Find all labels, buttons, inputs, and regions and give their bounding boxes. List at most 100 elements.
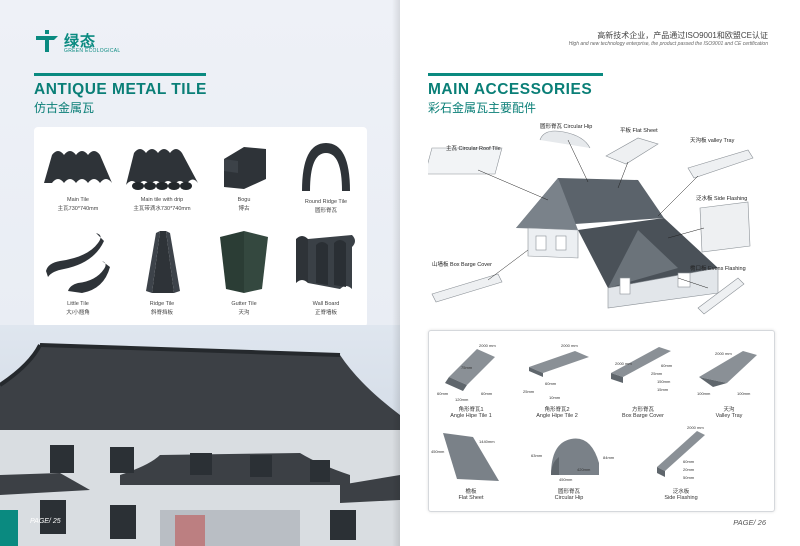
dim-label: 20mm (683, 467, 695, 472)
dim-label: 450mm (559, 477, 573, 482)
accessory-label-en: Box Barge Cover (622, 413, 664, 419)
flat-sheet-image: 450mm 1440mm (431, 433, 499, 481)
accessory-label-cn: 天沟 (723, 407, 735, 413)
product-label-en: Main Tile (66, 197, 89, 203)
page-number: PAGE/ 26 (733, 518, 766, 527)
dim-label: 100mm (697, 391, 711, 396)
dim-length: 2000 mm (561, 343, 578, 348)
accessory-label-en: Side Flashing (664, 495, 698, 501)
dim-label: 25mm (651, 371, 663, 376)
page-title: ANTIQUE METAL TILE (34, 81, 207, 98)
accessories-panel: 2000 mm 75mm 60mm 120mm 60mm 角形脊瓦1 Angle… (428, 330, 775, 512)
label-circular-roof-tile: 主瓦 Circular Roof Tile (446, 146, 501, 152)
dim-label: 25mm (523, 389, 535, 394)
accessory-label-en: Valley Tray (715, 413, 743, 419)
label-box-barge-cover: 山墙板 Box Barge Cover (432, 262, 492, 268)
dim-label: 420mm (577, 467, 591, 472)
angle-hipe-2-image: 2000 mm 60mm 25mm 10mm (523, 343, 589, 400)
dim-label: 150mm (657, 379, 671, 384)
label-eaves-flashing: 檐口板 Evens Flashing (690, 266, 746, 272)
dim-label: 450mm (431, 449, 445, 454)
product-label-cn: 主瓦带滴水730*740mm (133, 206, 191, 212)
right-page: 高新技术企业，产品通过ISO9001和欧盟CE认证 High and new t… (400, 0, 800, 546)
dim-label: 60mm (661, 363, 673, 368)
logo-subtext: GREEN ECOLOGICAL (64, 48, 121, 54)
dim-label: 10mm (549, 395, 561, 400)
accessory-label-en: Circular Hip (554, 495, 584, 501)
roof-diagram: 圆形脊瓦 Circular Hip 平板 Flat Sheet 天沟板 vall… (424, 118, 778, 318)
angle-hipe-1-image: 2000 mm 75mm 60mm 120mm 60mm (437, 343, 496, 402)
accessory-label-cn: 方形脊瓦 (631, 407, 654, 413)
dim-length: 2000 mm (687, 425, 704, 430)
product-bogu: Bogu 博古 (204, 143, 284, 212)
round-ridge-image (302, 143, 350, 191)
dim-label: 50mm (683, 475, 695, 480)
dim-label: 60mm (545, 381, 557, 386)
accessory-label-en: Flat Sheet (458, 495, 484, 501)
logo: 绿态 GREEN ECOLOGICAL (34, 28, 154, 58)
circular-hip-image: 63mm 450mm 84mm 420mm (531, 438, 615, 482)
product-round-ridge: Round Ridge Tile 圆形脊瓦 (286, 139, 366, 214)
product-label-cn: 正脊墙板 (314, 310, 337, 316)
corner-accent (0, 510, 18, 546)
product-main-tile-drip: Main tile with drip 主瓦带滴水730*740mm (122, 143, 202, 212)
label-circular-hip: 圆形脊瓦 Circular Hip (540, 124, 593, 130)
accessory-circular-hip: 63mm 450mm 84mm 420mm 圆形脊瓦 Circular Hip (527, 423, 615, 501)
product-label-en: Main tile with drip (140, 197, 184, 203)
accessory-label-en: Angle Hipe Tile 2 (536, 413, 578, 419)
dim-label: 63mm (531, 453, 543, 458)
wall-board-image (296, 235, 355, 289)
left-page: 绿态 GREEN ECOLOGICAL ANTIQUE METAL TILE 仿… (0, 0, 400, 546)
page-title: MAIN ACCESSORIES (428, 81, 593, 98)
accessory-label-cn: 泛水板 (672, 489, 690, 495)
accessory-valley-tray: 2000 mm 100mm 100mm 天沟 Valley Tray (687, 337, 771, 419)
accessory-label-cn: 檐板 (465, 489, 477, 495)
product-main-tile: Main Tile 主瓦730*740mm (38, 143, 118, 212)
dim-label: 15mm (657, 387, 669, 392)
dim-label: 100mm (737, 391, 751, 396)
antique-building-photo (0, 325, 400, 546)
product-label-cn: 博古 (238, 206, 250, 212)
logo-text: 绿态 (64, 33, 97, 50)
accessory-box-barge-cover: 2000 mm 60mm 25mm 150mm 15mm 方形脊瓦 Box Ba… (601, 337, 685, 419)
product-label-en: Ridge Tile (149, 301, 175, 307)
dim-label: 60mm (481, 391, 493, 396)
label-side-flashing: 泛水板 Side Flashing (696, 196, 748, 202)
house-illustration (424, 130, 754, 315)
product-wall-board: Wall Board 正脊墙板 (286, 227, 366, 316)
accessory-label-cn: 角形脊瓦1 (458, 407, 484, 413)
accessory-label-en: Angle Hipe Tile 1 (450, 413, 492, 419)
valley-tray-image: 2000 mm 100mm 100mm (697, 351, 757, 396)
accessory-angle-hipe-2: 2000 mm 60mm 25mm 10mm 角形脊瓦2 Angle Hipe … (515, 337, 599, 419)
accessory-angle-hipe-1: 2000 mm 75mm 60mm 120mm 60mm 角形脊瓦1 Angle… (429, 337, 513, 419)
title-bar (428, 73, 603, 76)
dim-length: 2000 mm (715, 351, 732, 356)
product-label-en: Gutter Tile (231, 301, 257, 307)
little-tile-image (46, 233, 110, 293)
title-bar (34, 73, 206, 76)
header-text-cn: 高新技术企业，产品通过ISO9001和欧盟CE认证 (597, 31, 768, 40)
box-barge-cover-image: 2000 mm 60mm 25mm 150mm 15mm (611, 347, 673, 392)
accessory-label-cn: 圆形脊瓦 (557, 489, 580, 495)
page-number: PAGE/ 25 (30, 518, 61, 525)
dim-length: 2000 mm (479, 343, 496, 348)
product-label-en: Wall Board (312, 301, 340, 307)
product-little-tile: Little Tile 大/小翘角 (38, 227, 118, 316)
gutter-tile-image (220, 231, 268, 293)
product-ridge-tile: Ridge Tile 斜脊挡板 (122, 227, 202, 316)
product-label-en: Round Ridge Tile (304, 199, 348, 205)
dim-length: 2000 mm (615, 361, 632, 366)
product-panel: Main Tile 主瓦730*740mm Main tile with dri… (34, 127, 367, 327)
dim-label: 120mm (455, 397, 469, 402)
product-label-en: Little Tile (67, 301, 89, 307)
label-flat-sheet: 平板 Flat Sheet (620, 128, 658, 134)
header-text-en: High and new technology enterprise, the … (568, 41, 768, 47)
label-valley-tray: 天沟板 valley Tray (690, 138, 735, 144)
main-tile-drip-image (126, 149, 198, 190)
product-label-cn: 大/小翘角 (66, 310, 90, 316)
product-label-cn: 斜脊挡板 (150, 310, 173, 316)
leaf-logo-icon (36, 30, 58, 52)
dim-label: 1440mm (479, 439, 495, 444)
product-gutter-tile: Gutter Tile 天沟 (204, 227, 284, 316)
main-tile-image (44, 151, 112, 183)
